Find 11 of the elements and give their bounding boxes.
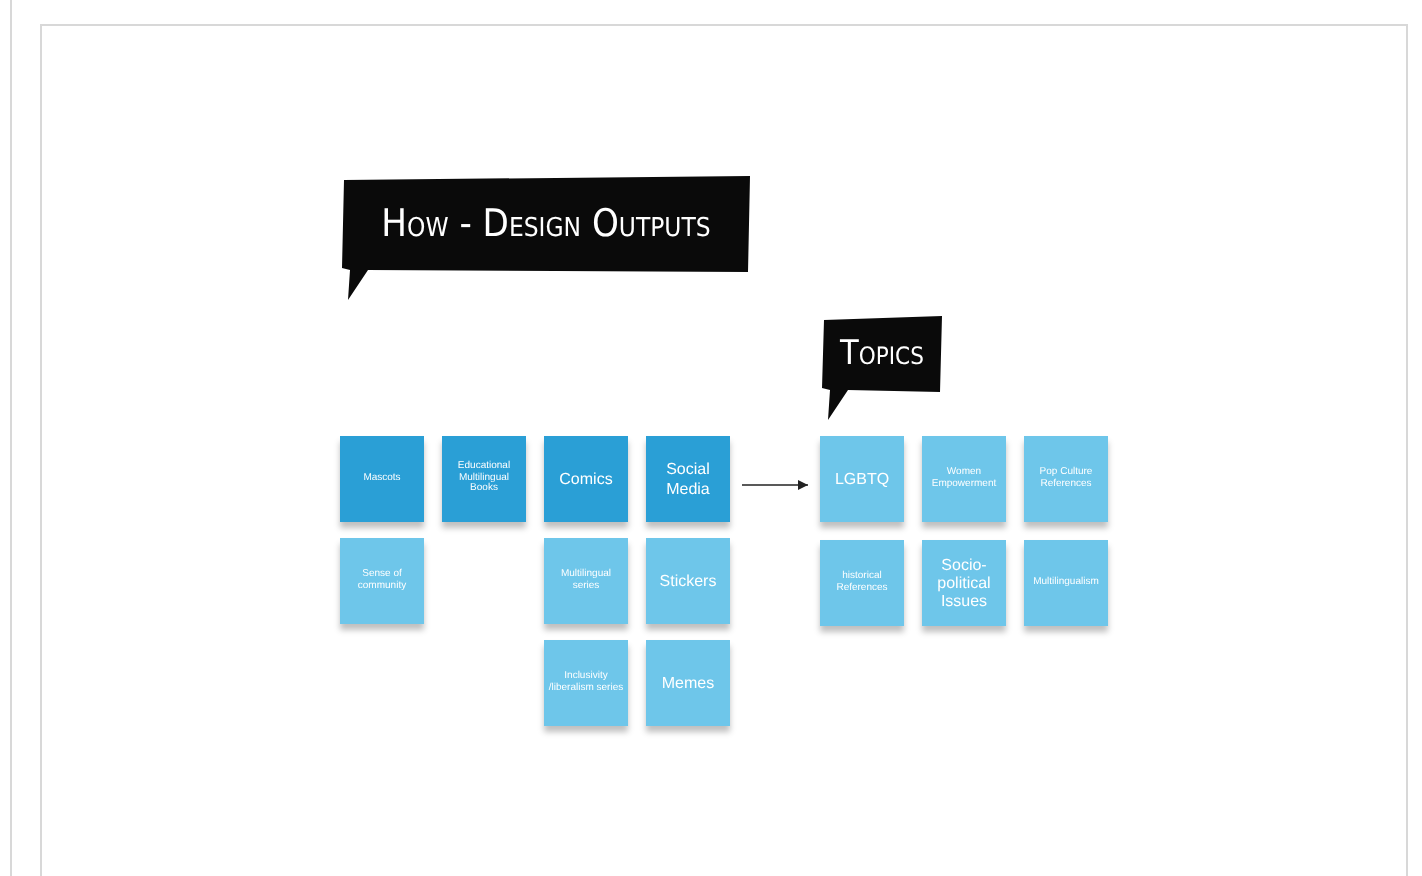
sticky-note: Stickers — [646, 538, 730, 624]
sticky-note: Comics — [544, 436, 628, 522]
arrow — [741, 480, 809, 490]
speech-bubble — [820, 316, 944, 420]
bubble-heading: How - Design Outputs — [379, 200, 713, 250]
sticky-note: Socio-political Issues — [922, 540, 1006, 626]
bubble-heading: Topics — [838, 332, 926, 378]
sticky-note: Memes — [646, 640, 730, 726]
speech-bubble — [340, 176, 752, 300]
sticky-note: Social Media — [646, 436, 730, 522]
sticky-note: LGBTQ — [820, 436, 904, 522]
